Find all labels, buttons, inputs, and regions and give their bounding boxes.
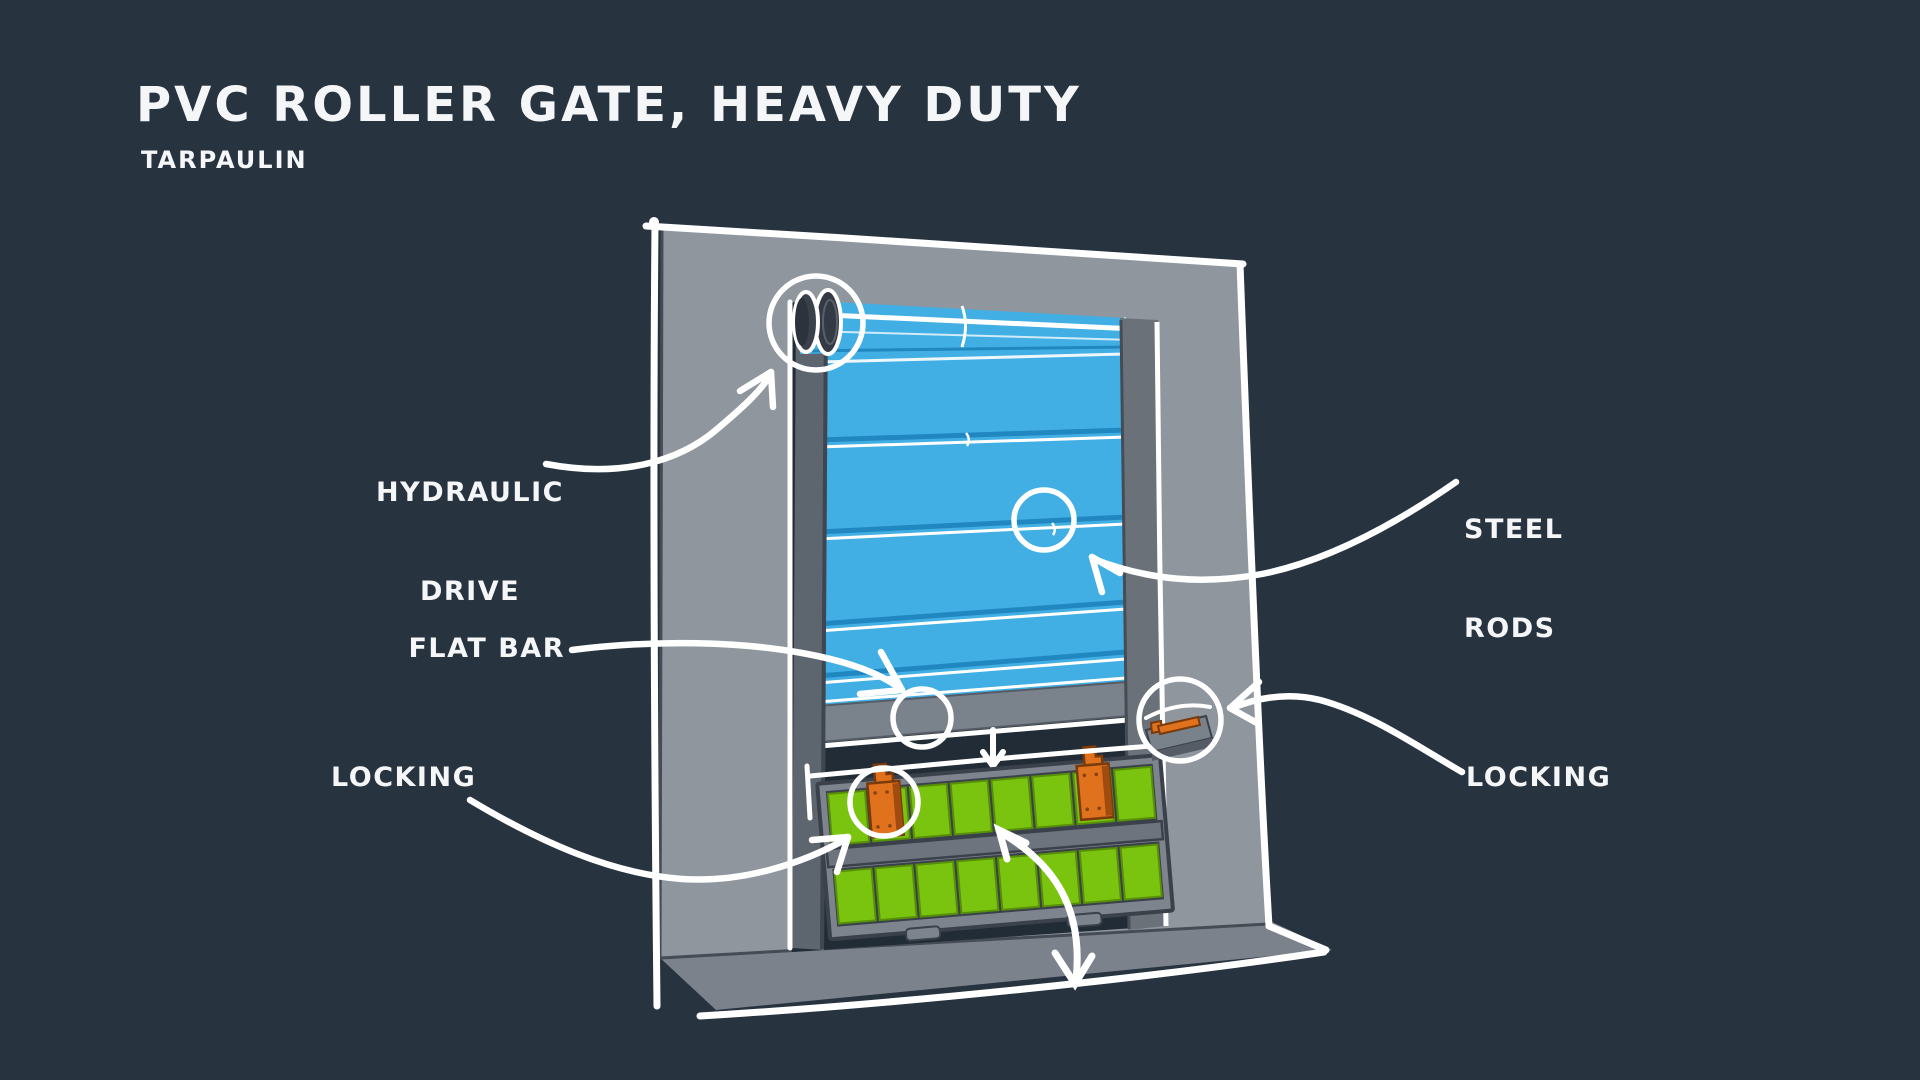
tarpaulin-curtain: [817, 344, 1127, 714]
arrow-locking-right: [1226, 678, 1466, 776]
label-hydraulic-drive: HYDRAULIC DRIVE: [330, 411, 610, 642]
callout-circles: [766, 273, 1224, 839]
hydraulic-drive-unit: [792, 288, 843, 356]
arrow-steel-rods: [1088, 478, 1460, 596]
panel-middle-bar: [825, 819, 1165, 869]
callout-circle-locking-right: [1136, 676, 1224, 764]
panel-outline: [804, 742, 1169, 821]
page-subtitle: TARPAULIN: [141, 146, 308, 174]
tarp-seam-3: [817, 599, 1127, 633]
label-steel-rods-line1: STEEL: [1464, 513, 1564, 545]
callout-circle-hydraulic-drive: [766, 273, 866, 373]
label-steel-rods: STEEL RODS: [1464, 448, 1563, 679]
label-hydraulic-drive-line2: DRIVE: [419, 575, 521, 607]
label-flat-bar: FLAT BAR: [408, 633, 565, 664]
arrow-hydraulic-drive: [542, 368, 777, 473]
panel-foot-tab: [904, 925, 942, 942]
panel-panes-bottom-row: [833, 843, 1163, 925]
label-locking-right: LOCKING: [1466, 762, 1612, 793]
arrow-flat-bar: [568, 639, 906, 698]
callout-circle-flat-bar: [890, 686, 954, 750]
arrow-locking-left: [466, 796, 852, 883]
label-hydraulic-drive-line1: HYDRAULIC: [376, 476, 564, 508]
annotation-arrows: [466, 368, 1466, 883]
callout-circle-locking-left: [847, 765, 921, 839]
bottom-panel: [815, 745, 1175, 942]
tarp-seam-1: [817, 427, 1127, 449]
callout-circle-steel-rods: [1011, 487, 1077, 553]
panel-lock-right: [1075, 745, 1115, 822]
label-steel-rods-line2: RODS: [1464, 612, 1556, 644]
panel-lock-left: [865, 762, 906, 839]
label-locking-left: LOCKING: [331, 762, 477, 793]
page-title: PVC ROLLER GATE, HEAVY DUTY: [136, 77, 1082, 133]
wall-outline: [642, 217, 1330, 1020]
panel-swing-arrow: [993, 823, 1096, 991]
